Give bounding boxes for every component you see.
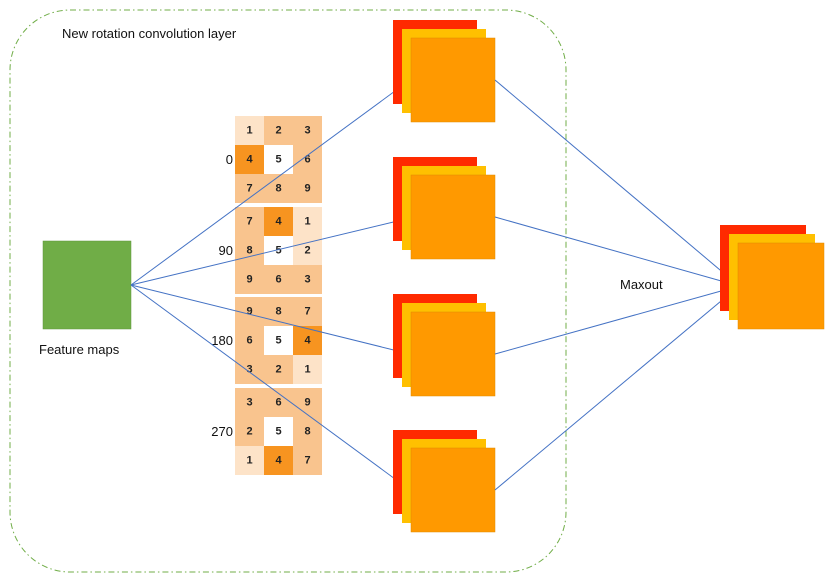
kernel-cell-number: 3: [304, 125, 310, 137]
output-stack-180: [393, 294, 496, 397]
kernel-cell-number: 7: [304, 306, 310, 318]
kernel-cell-number: 7: [246, 183, 252, 195]
kernel-cell: [293, 145, 322, 174]
arrow-to-output-0: [130, 79, 411, 286]
kernel-cell-number: 3: [246, 364, 252, 376]
kernel-cell: [293, 236, 322, 265]
kernel-cell: [293, 446, 322, 475]
input-arrows: [130, 79, 411, 491]
kernel-cell-number: 4: [275, 455, 282, 467]
output-stack-90: [393, 157, 496, 260]
kernel-cell: [264, 236, 293, 265]
kernel-cell: [235, 388, 264, 417]
rotation-layer-border: [9, 9, 567, 573]
kernel-cell: [264, 446, 293, 475]
rotation-angle-label: 180: [211, 333, 233, 348]
kernel-cell-number: 8: [275, 306, 281, 318]
kernel-cell: [264, 174, 293, 203]
kernel-rotation-180: 180 9 8 7 6 5 4 3 2 1: [211, 297, 322, 384]
final-output-stack: [720, 225, 825, 330]
stack-front-square: [410, 174, 496, 260]
kernel-cell-number: 8: [275, 183, 281, 195]
maxout-arrow-0: [494, 79, 740, 287]
kernel-cell-number: 4: [304, 335, 311, 347]
kernel-rotation-90: 90 7 4 1 8 5 2 9 6 3: [219, 207, 322, 294]
kernel-cell-number: 6: [246, 335, 252, 347]
arrow-to-output-90: [130, 216, 411, 286]
kernel-cell-number: 8: [246, 245, 252, 257]
layer-title: New rotation convolution layer: [62, 26, 237, 41]
kernel-rotation-270: 270 3 6 9 2 5 8 1 4 7: [211, 388, 322, 475]
kernel-cell-number: 5: [275, 426, 281, 438]
input-feature-map: [42, 240, 132, 330]
kernel-rotation-0: 0 1 2 3 4 5 6 7 8 9: [226, 116, 322, 203]
rotation-angle-label: 90: [219, 243, 233, 258]
kernel-cell: [293, 388, 322, 417]
maxout-arrow-180: [494, 284, 740, 355]
stack-front-square: [737, 242, 825, 330]
kernel-cell: [264, 417, 293, 446]
kernel-cell: [235, 207, 264, 236]
arrow-to-output-180: [130, 284, 411, 356]
kernel-cell-number: 9: [304, 183, 310, 195]
kernel-cell-number: 5: [275, 154, 281, 166]
kernel-cell: [293, 207, 322, 236]
kernel-cell: [293, 265, 322, 294]
stack-front-square: [410, 311, 496, 397]
kernel-cell-number: 8: [304, 426, 310, 438]
kernel-cell-number: 3: [246, 397, 252, 409]
kernel-cell-number: 6: [275, 274, 281, 286]
kernel-cell: [264, 265, 293, 294]
output-stack-270: [393, 430, 496, 533]
output-stack-0: [393, 20, 496, 123]
kernel-cell-number: 1: [246, 125, 252, 137]
kernel-cell-number: 2: [275, 364, 281, 376]
kernel-cell: [264, 116, 293, 145]
maxout-arrow-90: [494, 216, 740, 288]
stack-front-square: [410, 447, 496, 533]
kernel-cell-number: 3: [304, 274, 310, 286]
kernel-cell-number: 2: [304, 245, 310, 257]
maxout-arrows: [494, 79, 740, 491]
kernel-cell-number: 6: [275, 397, 281, 409]
kernel-cell-number: 7: [246, 216, 252, 228]
rotation-angle-label: 0: [226, 152, 233, 167]
stack-front-square: [410, 37, 496, 123]
feature-maps-label: Feature maps: [39, 342, 120, 357]
kernel-cell: [235, 265, 264, 294]
kernel-cell: [293, 116, 322, 145]
kernel-cell-number: 6: [304, 154, 310, 166]
maxout-arrow-270: [494, 285, 740, 491]
kernel-cell: [293, 297, 322, 326]
kernel-cell-number: 9: [304, 397, 310, 409]
kernel-cell: [264, 355, 293, 384]
kernel-cell-number: 4: [246, 154, 253, 166]
kernel-cell-number: 7: [304, 455, 310, 467]
kernel-cell-number: 4: [275, 216, 282, 228]
rotation-angle-label: 270: [211, 424, 233, 439]
kernel-cell: [293, 355, 322, 384]
kernel-cell: [235, 145, 264, 174]
maxout-label: Maxout: [620, 277, 663, 292]
kernel-cell-number: 5: [275, 245, 281, 257]
kernel-cell: [293, 174, 322, 203]
kernel-cell: [235, 446, 264, 475]
kernel-cell-number: 1: [246, 455, 252, 467]
kernel-cell: [235, 236, 264, 265]
kernel-cell-number: 2: [275, 125, 281, 137]
kernel-cell-number: 1: [304, 216, 310, 228]
kernel-cell-number: 5: [275, 335, 281, 347]
kernel-cell: [235, 326, 264, 355]
kernel-cell-number: 9: [246, 306, 252, 318]
kernel-cell: [264, 326, 293, 355]
kernel-cell-number: 2: [246, 426, 252, 438]
kernel-cell: [264, 207, 293, 236]
kernel-cell-number: 9: [246, 274, 252, 286]
kernel-cell: [235, 417, 264, 446]
arrow-to-output-270: [130, 284, 411, 491]
kernel-cell: [235, 116, 264, 145]
kernel-cell-number: 1: [304, 364, 310, 376]
